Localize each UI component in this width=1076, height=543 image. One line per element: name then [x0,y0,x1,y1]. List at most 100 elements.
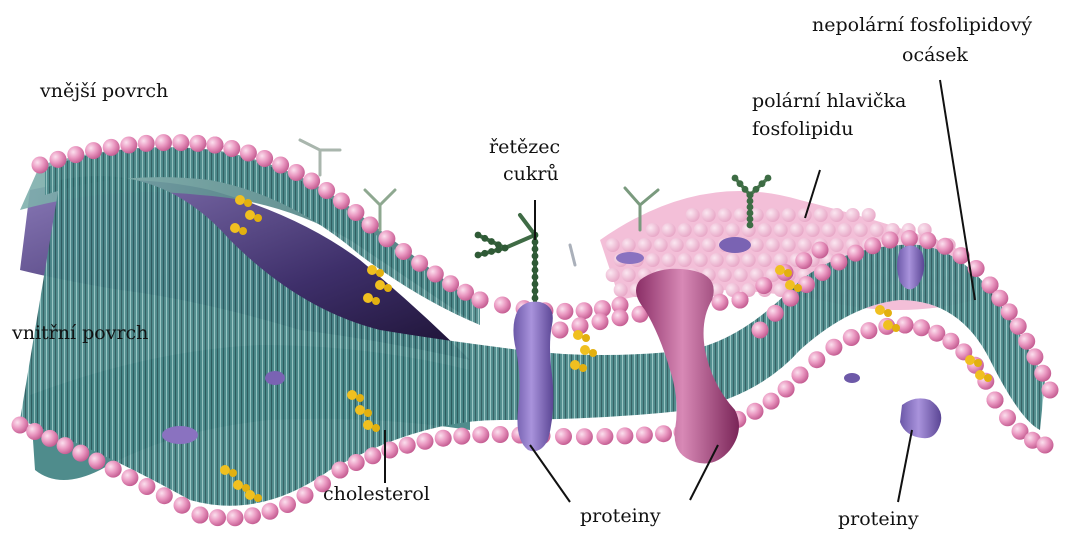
phospholipid-head [792,367,809,384]
background-head [606,268,620,282]
sugar-bead [475,252,482,259]
background-head [670,238,684,252]
background-head [830,238,844,252]
cholesterol-ring [384,284,392,292]
label-inner-surface: vnitřní povrch [12,322,148,344]
phospholipid-head [332,462,349,479]
phospholipid-head [297,487,314,504]
sugar-bead [481,250,488,257]
phospholipid-head [348,454,365,471]
sugar-bead [532,274,539,281]
cholesterol-ring [785,280,795,290]
phospholipid-head [999,409,1016,426]
phospholipid-head [103,139,120,156]
protein-small-5 [844,373,860,383]
phospholipid-head [919,232,936,249]
sugar-bead [747,192,754,199]
phospholipid-head [427,266,444,283]
protein-violet-right [900,398,941,438]
phospholipid-head [26,423,43,440]
background-head [734,268,748,282]
cholesterol-ring [230,223,240,233]
cholesterol-ring [355,405,365,415]
cholesterol-ring [372,424,380,432]
phospholipid-head [555,428,572,445]
sugar-bead [737,180,744,187]
protein-small-1 [162,426,198,444]
phospholipid-head [155,134,172,151]
background-head [838,223,852,237]
background-head [710,253,724,267]
cholesterol-ring [974,359,982,367]
phospholipid-head [303,173,320,190]
phospholipid-head [41,430,58,447]
phospholipid-head [362,217,379,234]
cholesterol-ring [245,210,255,220]
label-nonpolar-tail-line1: nepolární fosfolipidový [812,14,1032,36]
sugar-bead [532,281,539,288]
phospholipid-head [256,150,273,167]
cholesterol-ring [229,469,237,477]
background-head [806,223,820,237]
phospholipid-head [1010,318,1027,335]
cholesterol-ring [883,320,893,330]
cholesterol-ring [784,269,792,277]
cholesterol-ring [875,305,885,315]
label-polar-head-line1: polární hlavička [752,90,906,112]
cholesterol-ring [965,355,975,365]
sugar-bead [488,238,495,245]
background-head [710,223,724,237]
protein-small-3 [616,252,644,264]
phospholipid-head [417,433,434,450]
background-head [614,283,628,297]
phospholipid-head [244,507,261,524]
phospholipid-head [747,403,764,420]
sugar-bead [532,260,539,267]
sugar-bead [532,288,539,295]
phospholipid-head [847,245,864,262]
background-head [646,253,660,267]
background-head [694,253,708,267]
background-head [862,208,876,222]
background-head [662,253,676,267]
cholesterol-ring [367,265,377,275]
background-head [782,238,796,252]
leader-proteins-violet [530,445,570,502]
sugar-bead [747,222,754,229]
background-head [830,208,844,222]
background-head [694,223,708,237]
phospholipid-head [576,428,593,445]
phospholipid-head [272,157,289,174]
phospholipid-head [843,329,860,346]
sugar-chain-small [570,245,575,265]
phospholipid-head [1034,365,1051,382]
label-proteins-center: proteiny [580,505,661,527]
sugar-bead [532,267,539,274]
phospholipid-head [138,135,155,152]
background-head [718,208,732,222]
phospholipid-head [860,322,877,339]
background-head [846,208,860,222]
protein-small-2 [265,371,285,385]
label-polar-head-line2: fosfolipidu [752,118,854,140]
cholesterol-ring [254,214,262,222]
label-cholesterol: cholesterol [323,483,430,505]
phospholipid-head [882,232,899,249]
sugar-bead [532,253,539,260]
phospholipid-head [395,243,412,260]
background-head [686,238,700,252]
phospholipid-head [825,339,842,356]
phospholipid-head [492,426,509,443]
phospholipid-head [732,292,749,309]
phospholipid-head [612,309,629,326]
sugar-bead [475,232,482,239]
sugar-bead [759,180,766,187]
background-head [758,253,772,267]
label-proteins-right: proteiny [838,508,919,530]
sugar-bead [532,295,539,302]
phospholipid-head [32,157,49,174]
sugar-bead [753,186,760,193]
phospholipid-head [318,182,335,199]
background-head [766,208,780,222]
sugar-bead [747,198,754,205]
